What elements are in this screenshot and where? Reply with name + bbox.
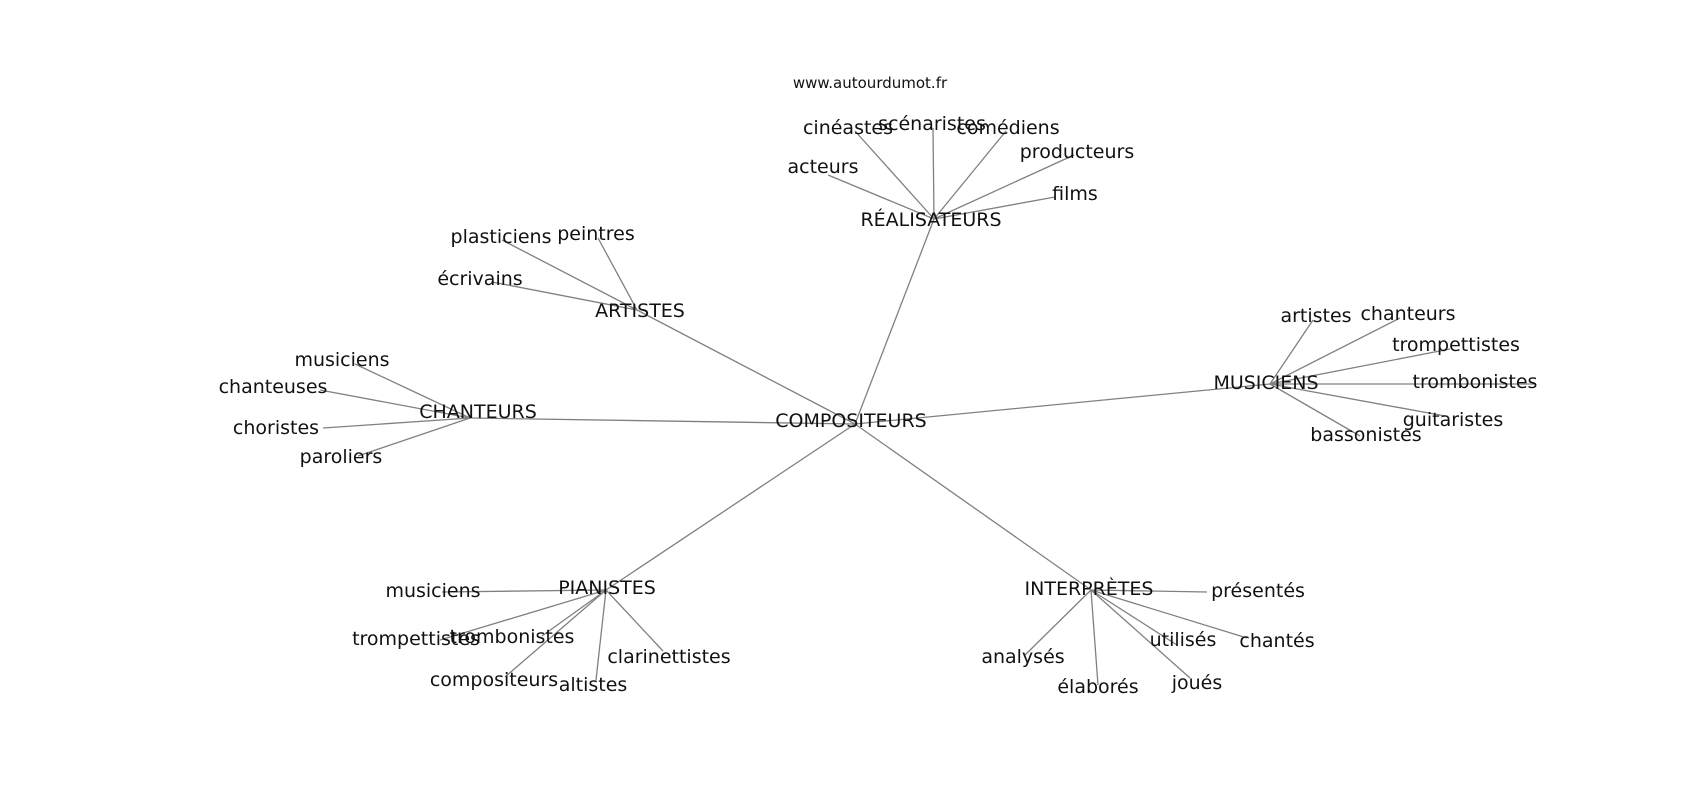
edge-center-to-hub [636, 309, 856, 425]
leaf-node-label: trompettistes [352, 628, 480, 650]
leaf-node-label: paroliers [300, 446, 383, 468]
leaf-node-label: écrivains [437, 268, 522, 290]
leaf-node-label: musiciens [294, 349, 389, 371]
edge-hub-to-leaf [933, 196, 1056, 220]
leaf-node-label: musiciens [385, 580, 480, 602]
edge-hub-to-leaf [439, 589, 607, 641]
edge-hub-to-leaf [504, 589, 607, 678]
leaf-node-label: compositeurs [430, 669, 558, 691]
hub-node-label: RÉALISATEURS [860, 208, 1001, 231]
leaf-node-label: altistes [559, 674, 628, 696]
leaf-node-label: utilisés [1150, 629, 1217, 651]
edge-hub-to-leaf [1090, 589, 1208, 593]
edge-hub-to-leaf [1090, 589, 1099, 686]
hub-node-label: PIANISTES [558, 577, 656, 599]
edge-hub-to-leaf [1269, 383, 1361, 437]
leaf-node-label: acteurs [788, 156, 859, 178]
leaf-node-label: trombonistes [450, 626, 575, 648]
edge-hub-to-leaf [354, 363, 471, 419]
leaf-node-label: chantés [1239, 630, 1314, 652]
leaf-node-label: bassonistes [1310, 424, 1421, 446]
center-node-label: COMPOSITEURS [775, 410, 926, 432]
edge-center-to-hub [854, 383, 1271, 425]
edge-hub-to-leaf [1090, 589, 1248, 639]
hub-node-label: CHANTEURS [419, 401, 537, 423]
leaf-node-label: choristes [233, 417, 319, 439]
leaf-node-label: analysés [981, 646, 1064, 668]
edge-hub-to-leaf [541, 589, 607, 637]
leaf-node-label: guitaristes [1403, 409, 1504, 431]
leaf-node-label: peintres [557, 223, 635, 245]
edge-hub-to-leaf [1269, 348, 1451, 385]
edge-hub-to-leaf [597, 237, 638, 311]
edge-center-to-hub [854, 218, 935, 425]
edge-hub-to-leaf [933, 154, 1075, 220]
edge-hub-to-leaf [827, 174, 935, 220]
leaf-node-label: scénaristes [878, 113, 986, 135]
edge-center-to-hub [605, 423, 856, 591]
leaf-node-label: trompettistes [1392, 334, 1520, 356]
edge-hub-to-leaf [501, 239, 638, 311]
leaf-node-label: clarinettistes [607, 646, 730, 668]
edge-hub-to-leaf [933, 130, 1007, 220]
edge-hub-to-leaf [1269, 383, 1446, 417]
edge-hub-to-leaf [1269, 319, 1314, 385]
leaf-node-label: producteurs [1020, 141, 1135, 163]
edge-hub-to-leaf [595, 589, 607, 681]
edge-hub-to-leaf [854, 130, 935, 220]
source-watermark: www.autourdumot.fr [793, 74, 948, 92]
edge-hub-to-leaf [1024, 589, 1092, 656]
graph-edges [319, 127, 1535, 686]
edge-center-to-hub [854, 423, 1092, 591]
hub-node-label: INTERPRÈTES [1025, 577, 1154, 600]
hub-node-label: ARTISTES [595, 300, 685, 322]
leaf-node-label: joués [1171, 672, 1223, 694]
leaf-node-label: trombonistes [1413, 371, 1538, 393]
edge-hub-to-leaf [357, 417, 471, 457]
edge-hub-to-leaf [491, 281, 638, 311]
edge-hub-to-leaf [319, 389, 471, 419]
edge-hub-to-leaf [1269, 317, 1401, 385]
leaf-node-label: comédiens [956, 117, 1059, 139]
leaf-node-label: chanteurs [1360, 303, 1455, 325]
leaf-node-label: artistes [1280, 305, 1351, 327]
edge-hub-to-leaf [605, 589, 664, 652]
hub-node-label: MUSICIENS [1213, 372, 1318, 394]
edge-hub-to-leaf [1090, 589, 1178, 646]
leaf-node-label: élaborés [1057, 676, 1138, 698]
leaf-node-label: cinéastes [803, 117, 893, 139]
leaf-node-label: présentés [1211, 580, 1305, 602]
leaf-node-label: plasticiens [451, 226, 552, 248]
edge-hub-to-leaf [441, 589, 607, 593]
leaf-node-label: films [1052, 183, 1098, 205]
leaf-node-label: chanteuses [219, 376, 328, 398]
edge-hub-to-leaf [322, 417, 471, 429]
edge-center-to-hub [469, 417, 856, 425]
graph-labels: www.autourdumot.fr COMPOSITEURS RÉALISATE… [219, 74, 1538, 698]
edge-hub-to-leaf [1090, 589, 1191, 679]
edge-hub-to-leaf [932, 127, 935, 220]
